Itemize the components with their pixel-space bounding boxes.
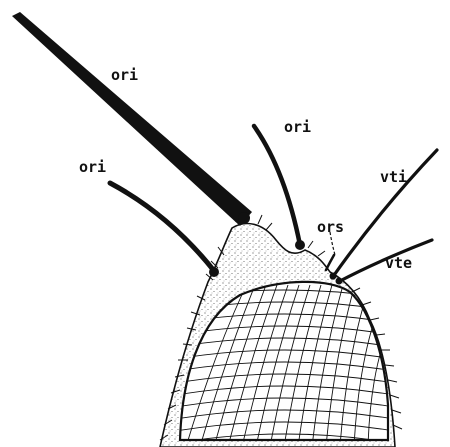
socket-vti [330, 273, 337, 280]
bristle-ori-left [110, 183, 215, 272]
socket-ori-middle [295, 240, 305, 250]
socket-ori-left [209, 267, 219, 277]
socket-ori-long [238, 212, 250, 224]
label-vti: vti [380, 168, 407, 186]
bristle-ors [326, 255, 334, 270]
label-ori-long: ori [111, 66, 138, 84]
label-ors: ors [317, 218, 344, 236]
label-vte: vte [385, 254, 412, 272]
label-ori-left: ori [79, 158, 106, 176]
label-ori-middle: ori [284, 118, 311, 136]
socket-vte [336, 278, 343, 285]
